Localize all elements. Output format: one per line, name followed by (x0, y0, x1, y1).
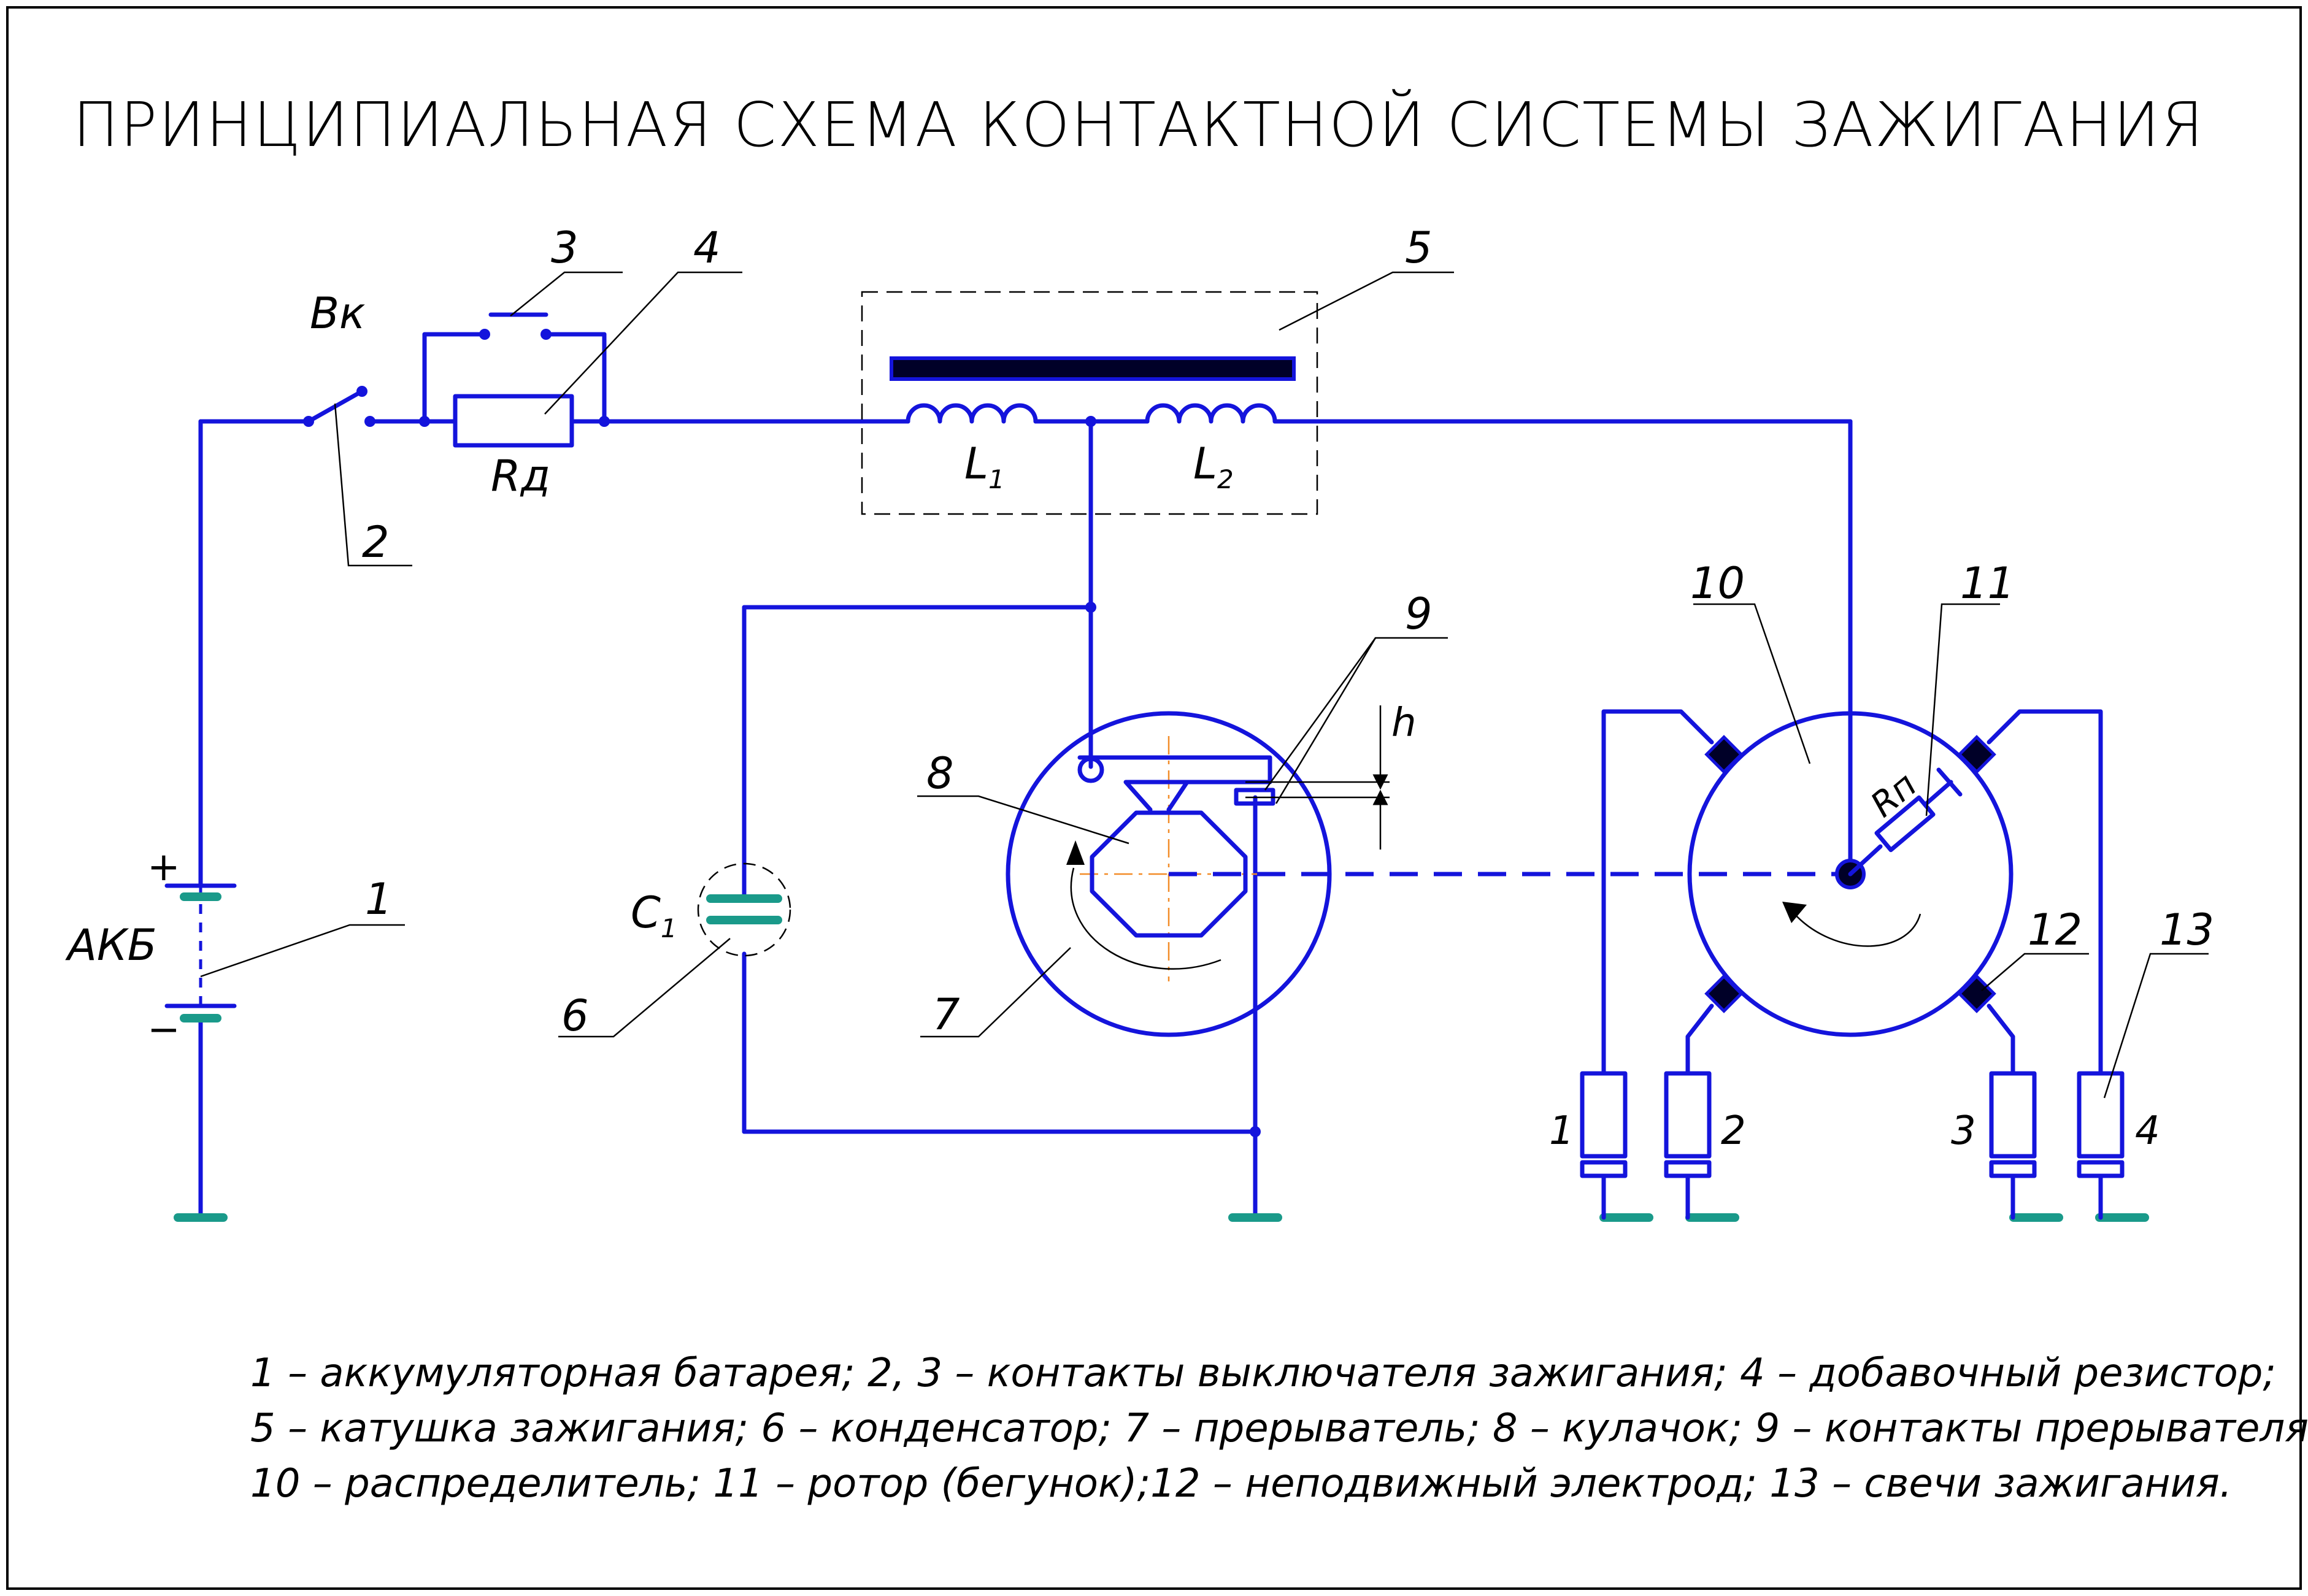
callout-11: 11 (1960, 558, 2015, 608)
callout-7: 7 (933, 989, 960, 1040)
plug-wires (1601, 709, 2103, 1076)
rotor-resistor-label: Rп (1863, 765, 1925, 825)
coil-l1-symbol (906, 403, 1038, 424)
ignition-coil-box (861, 291, 1318, 515)
gap-label: h (1391, 700, 1417, 746)
coil-core (890, 356, 1296, 381)
switch-label: Вк (310, 288, 365, 339)
plug-number-3: 3 (1951, 1108, 1976, 1154)
callout-8: 8 (926, 748, 954, 799)
callout-10: 10 (1690, 558, 1745, 608)
spark-plugs (1580, 1071, 2125, 1220)
plus-sign: + (147, 845, 180, 890)
callout-leaders (200, 271, 2209, 1099)
coil-l2-symbol (1145, 403, 1277, 424)
battery-label: АКБ (65, 920, 157, 970)
callout-13: 13 (2160, 905, 2214, 955)
callout-2: 2 (362, 517, 390, 567)
capacitor-label: C1 (631, 888, 677, 943)
plug-number-4: 4 (2135, 1108, 2160, 1154)
callout-3: 3 (551, 223, 579, 273)
battery-symbol (164, 883, 237, 1022)
plug-numbers: 1 2 3 4 (1549, 1108, 2160, 1154)
main-circuit (198, 312, 1853, 1220)
plug-number-2: 2 (1721, 1108, 1746, 1154)
callout-12: 12 (2028, 905, 2082, 955)
callout-5: 5 (1405, 223, 1433, 273)
resistor-label: Rд (491, 451, 550, 501)
callout-6: 6 (561, 991, 589, 1041)
drawing-frame (6, 6, 2302, 1590)
legend-line-2: 5 – катушка зажигания; 6 – конденсатор; … (250, 1406, 2308, 1451)
legend: 1 – аккумуляторная батарея; 2, 3 – конта… (250, 1351, 2308, 1506)
callout-numbers: 1 2 3 4 5 6 7 8 9 10 11 12 13 (362, 223, 2214, 1041)
distributor-assembly (1687, 711, 2014, 1037)
capacitor-symbol (697, 862, 791, 957)
gap-dimension (1245, 705, 1390, 850)
callout-1: 1 (365, 874, 393, 924)
cam-symbol (1090, 810, 1248, 938)
callout-4: 4 (693, 223, 721, 273)
callout-9: 9 (1405, 589, 1433, 639)
page-title: ПРИНЦИПИАЛЬНАЯ СХЕМА КОНТАКТНОЙ СИСТЕМЫ … (73, 89, 2205, 161)
plug-number-1: 1 (1549, 1108, 1574, 1154)
minus-sign: − (147, 1007, 180, 1053)
legend-line-1: 1 – аккумуляторная батарея; 2, 3 – конта… (250, 1351, 2276, 1396)
legend-line-3: 10 – распределитель; 11 – ротор (бегунок… (250, 1461, 2232, 1506)
coil-l1-label: L1 (964, 439, 1005, 494)
coil-l2-label: L2 (1193, 439, 1234, 494)
